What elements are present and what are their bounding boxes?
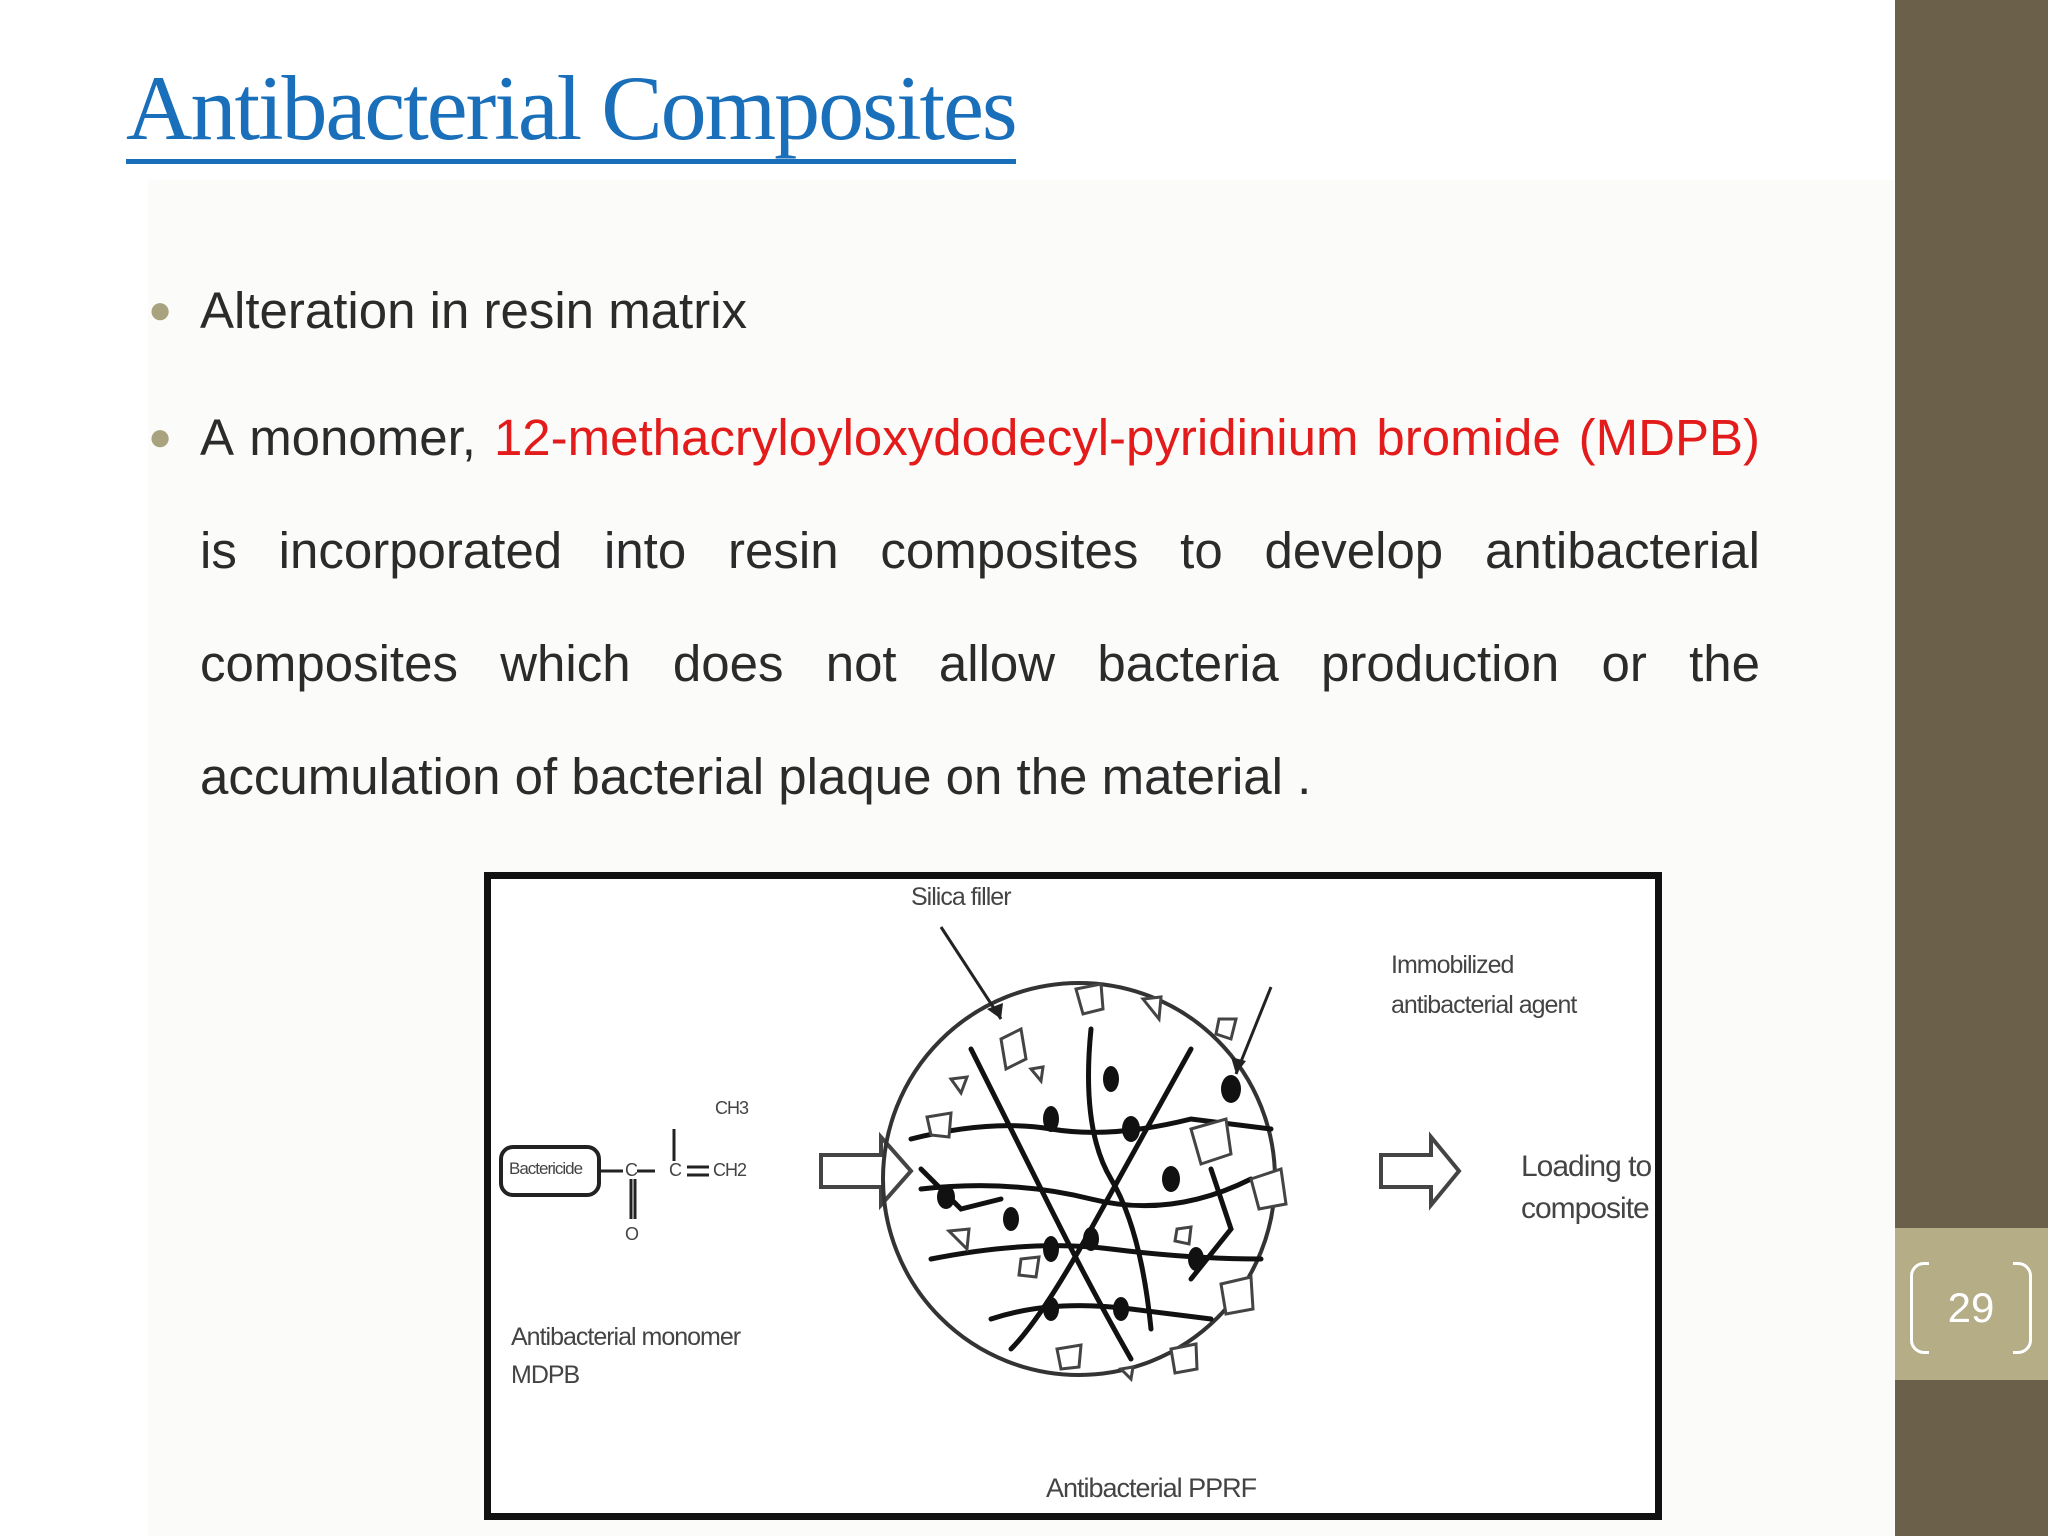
bullet-list: ● Alteration in resin matrix ● A monomer… (148, 254, 1768, 833)
bullet-item: ● A monomer, 12-methacryloyloxydodecyl-p… (148, 381, 1768, 833)
loading-label-line1: Loading to (1521, 1150, 1652, 1183)
carbon-left-label: C (625, 1160, 638, 1180)
monomer-name-highlight: 12-methacryloyloxydodecyl-pyridinium bro… (493, 409, 1760, 466)
page-number-bracket (1910, 1261, 2032, 1355)
monomer-label-line1: Antibacterial monomer (511, 1323, 741, 1351)
figure-caption: Antibacterial PPRF (1046, 1473, 1257, 1503)
arrow-right-icon (1379, 1131, 1462, 1211)
loading-label-line2: composite (1521, 1192, 1650, 1225)
immobilized-label-line2: antibacterial agent (1391, 991, 1577, 1019)
bactericide-label: Bactericide (509, 1159, 583, 1178)
bullet-text: Alteration in resin matrix (200, 282, 748, 339)
ch2-label: CH2 (713, 1160, 747, 1180)
arrow-right-icon (819, 1131, 914, 1211)
agent-pointer (1234, 986, 1273, 1075)
slide-title: Antibacterial Composites (126, 57, 1018, 165)
silica-filler-particles (925, 982, 1288, 1383)
antibacterial-agent-particles (937, 1066, 1241, 1321)
monomer-label-line2: MDPB (511, 1361, 580, 1389)
bullet-text-rest: is incorporated into resin composites to… (200, 522, 1760, 805)
mdpb-diagram: Silica filler Immobilized antibacterial … (484, 872, 1662, 1520)
silica-pointer (939, 926, 1003, 1020)
page-number: 29 (1947, 1284, 1995, 1331)
bullet-item: ● Alteration in resin matrix (148, 254, 1768, 367)
bullet-text-prefix: A monomer, (200, 409, 494, 466)
carbon-right-label: C (669, 1160, 682, 1180)
ch3-label: CH3 (715, 1098, 749, 1118)
bullet-dot-icon: ● (148, 288, 173, 332)
diagram-drawing (499, 926, 1462, 1383)
bullet-dot-icon: ● (148, 415, 173, 459)
silica-filler-label: Silica filler (911, 883, 1012, 911)
immobilized-label-line1: Immobilized (1391, 951, 1514, 979)
bullet-text: A monomer, 12-methacryloyloxydodecyl-pyr… (200, 381, 1760, 833)
oxygen-label: O (625, 1224, 639, 1244)
